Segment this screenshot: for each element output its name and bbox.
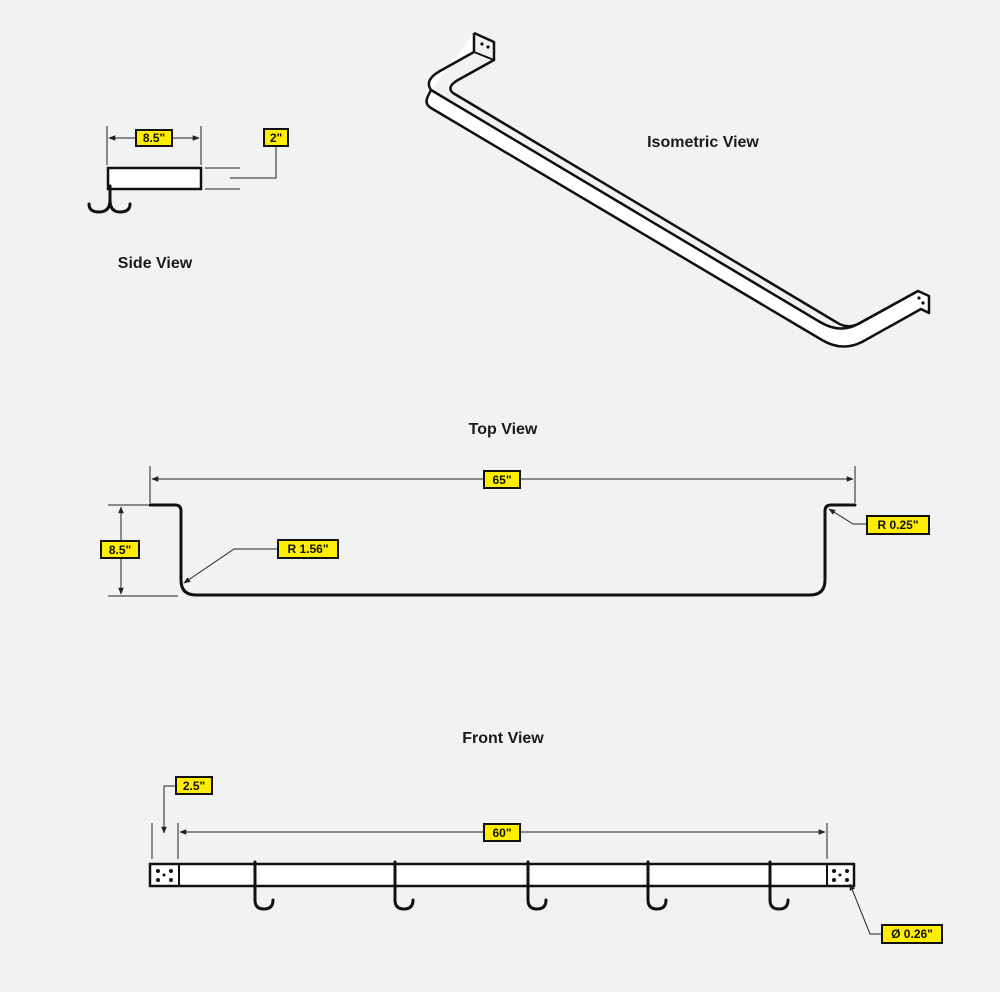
top-bar-shape: [148, 503, 857, 597]
front-left-holes: [156, 869, 173, 882]
front-offset-text: 2.5": [183, 779, 205, 793]
front-offset-leader: [161, 785, 176, 834]
side-height-label: 2": [263, 128, 289, 147]
side-view: 8.5" 2" Side View: [87, 126, 289, 272]
iso-left-bracket-edge: [473, 51, 495, 61]
side-bar: [106, 166, 203, 191]
front-hook-2: [393, 860, 415, 911]
side-view-title: Side View: [118, 255, 193, 272]
iso-bar-top-edge: [449, 31, 919, 328]
side-length-label: 8.5": [135, 129, 173, 147]
top-width-text: 65": [492, 473, 511, 487]
top-radius-large-label: R 1.56": [277, 539, 339, 559]
iso-bar-outline: [425, 33, 931, 348]
isometric-view-title: Isometric View: [647, 134, 759, 151]
top-radius-small-text: R 0.25": [877, 518, 918, 532]
front-view-title: Front View: [462, 730, 544, 747]
front-bar: [148, 862, 856, 888]
front-hole-label: Ø 0.26": [881, 924, 943, 944]
side-height-text: 2": [270, 131, 282, 145]
iso-right-hole-2: [921, 301, 925, 305]
front-length-text: 60": [492, 826, 511, 840]
front-length-label: 60": [483, 823, 521, 842]
front-offset-label: 2.5": [175, 776, 213, 795]
top-radius-large-leader: [183, 548, 278, 584]
top-depth-text: 8.5": [109, 543, 131, 557]
top-width-label: 65": [483, 470, 521, 489]
top-radius-small-leader: [828, 508, 867, 525]
top-radius-large-text: R 1.56": [287, 542, 328, 556]
iso-left-hole-2: [486, 45, 490, 49]
side-hook-2: [108, 184, 132, 214]
top-radius-small-label: R 0.25": [866, 515, 930, 535]
side-height-leader: [230, 146, 277, 179]
top-depth-label: 8.5": [100, 540, 140, 559]
top-view: Top View 65" 8.5" R 1.56" R 0.25": [100, 421, 930, 597]
front-hook-4: [646, 860, 668, 911]
front-hole-leader: [849, 883, 882, 935]
iso-right-hole-1: [917, 296, 921, 300]
front-hook-1: [253, 860, 275, 911]
side-length-text: 8.5": [143, 131, 165, 145]
front-hook-3: [526, 860, 548, 911]
front-view: Front View 2.5" 60": [148, 730, 943, 944]
top-view-title: Top View: [469, 421, 538, 438]
front-hole-text: Ø 0.26": [891, 927, 933, 941]
iso-left-hole-1: [480, 42, 484, 46]
front-right-holes: [832, 869, 849, 882]
front-hook-5: [768, 860, 790, 911]
isometric-view: Isometric View: [425, 31, 931, 348]
